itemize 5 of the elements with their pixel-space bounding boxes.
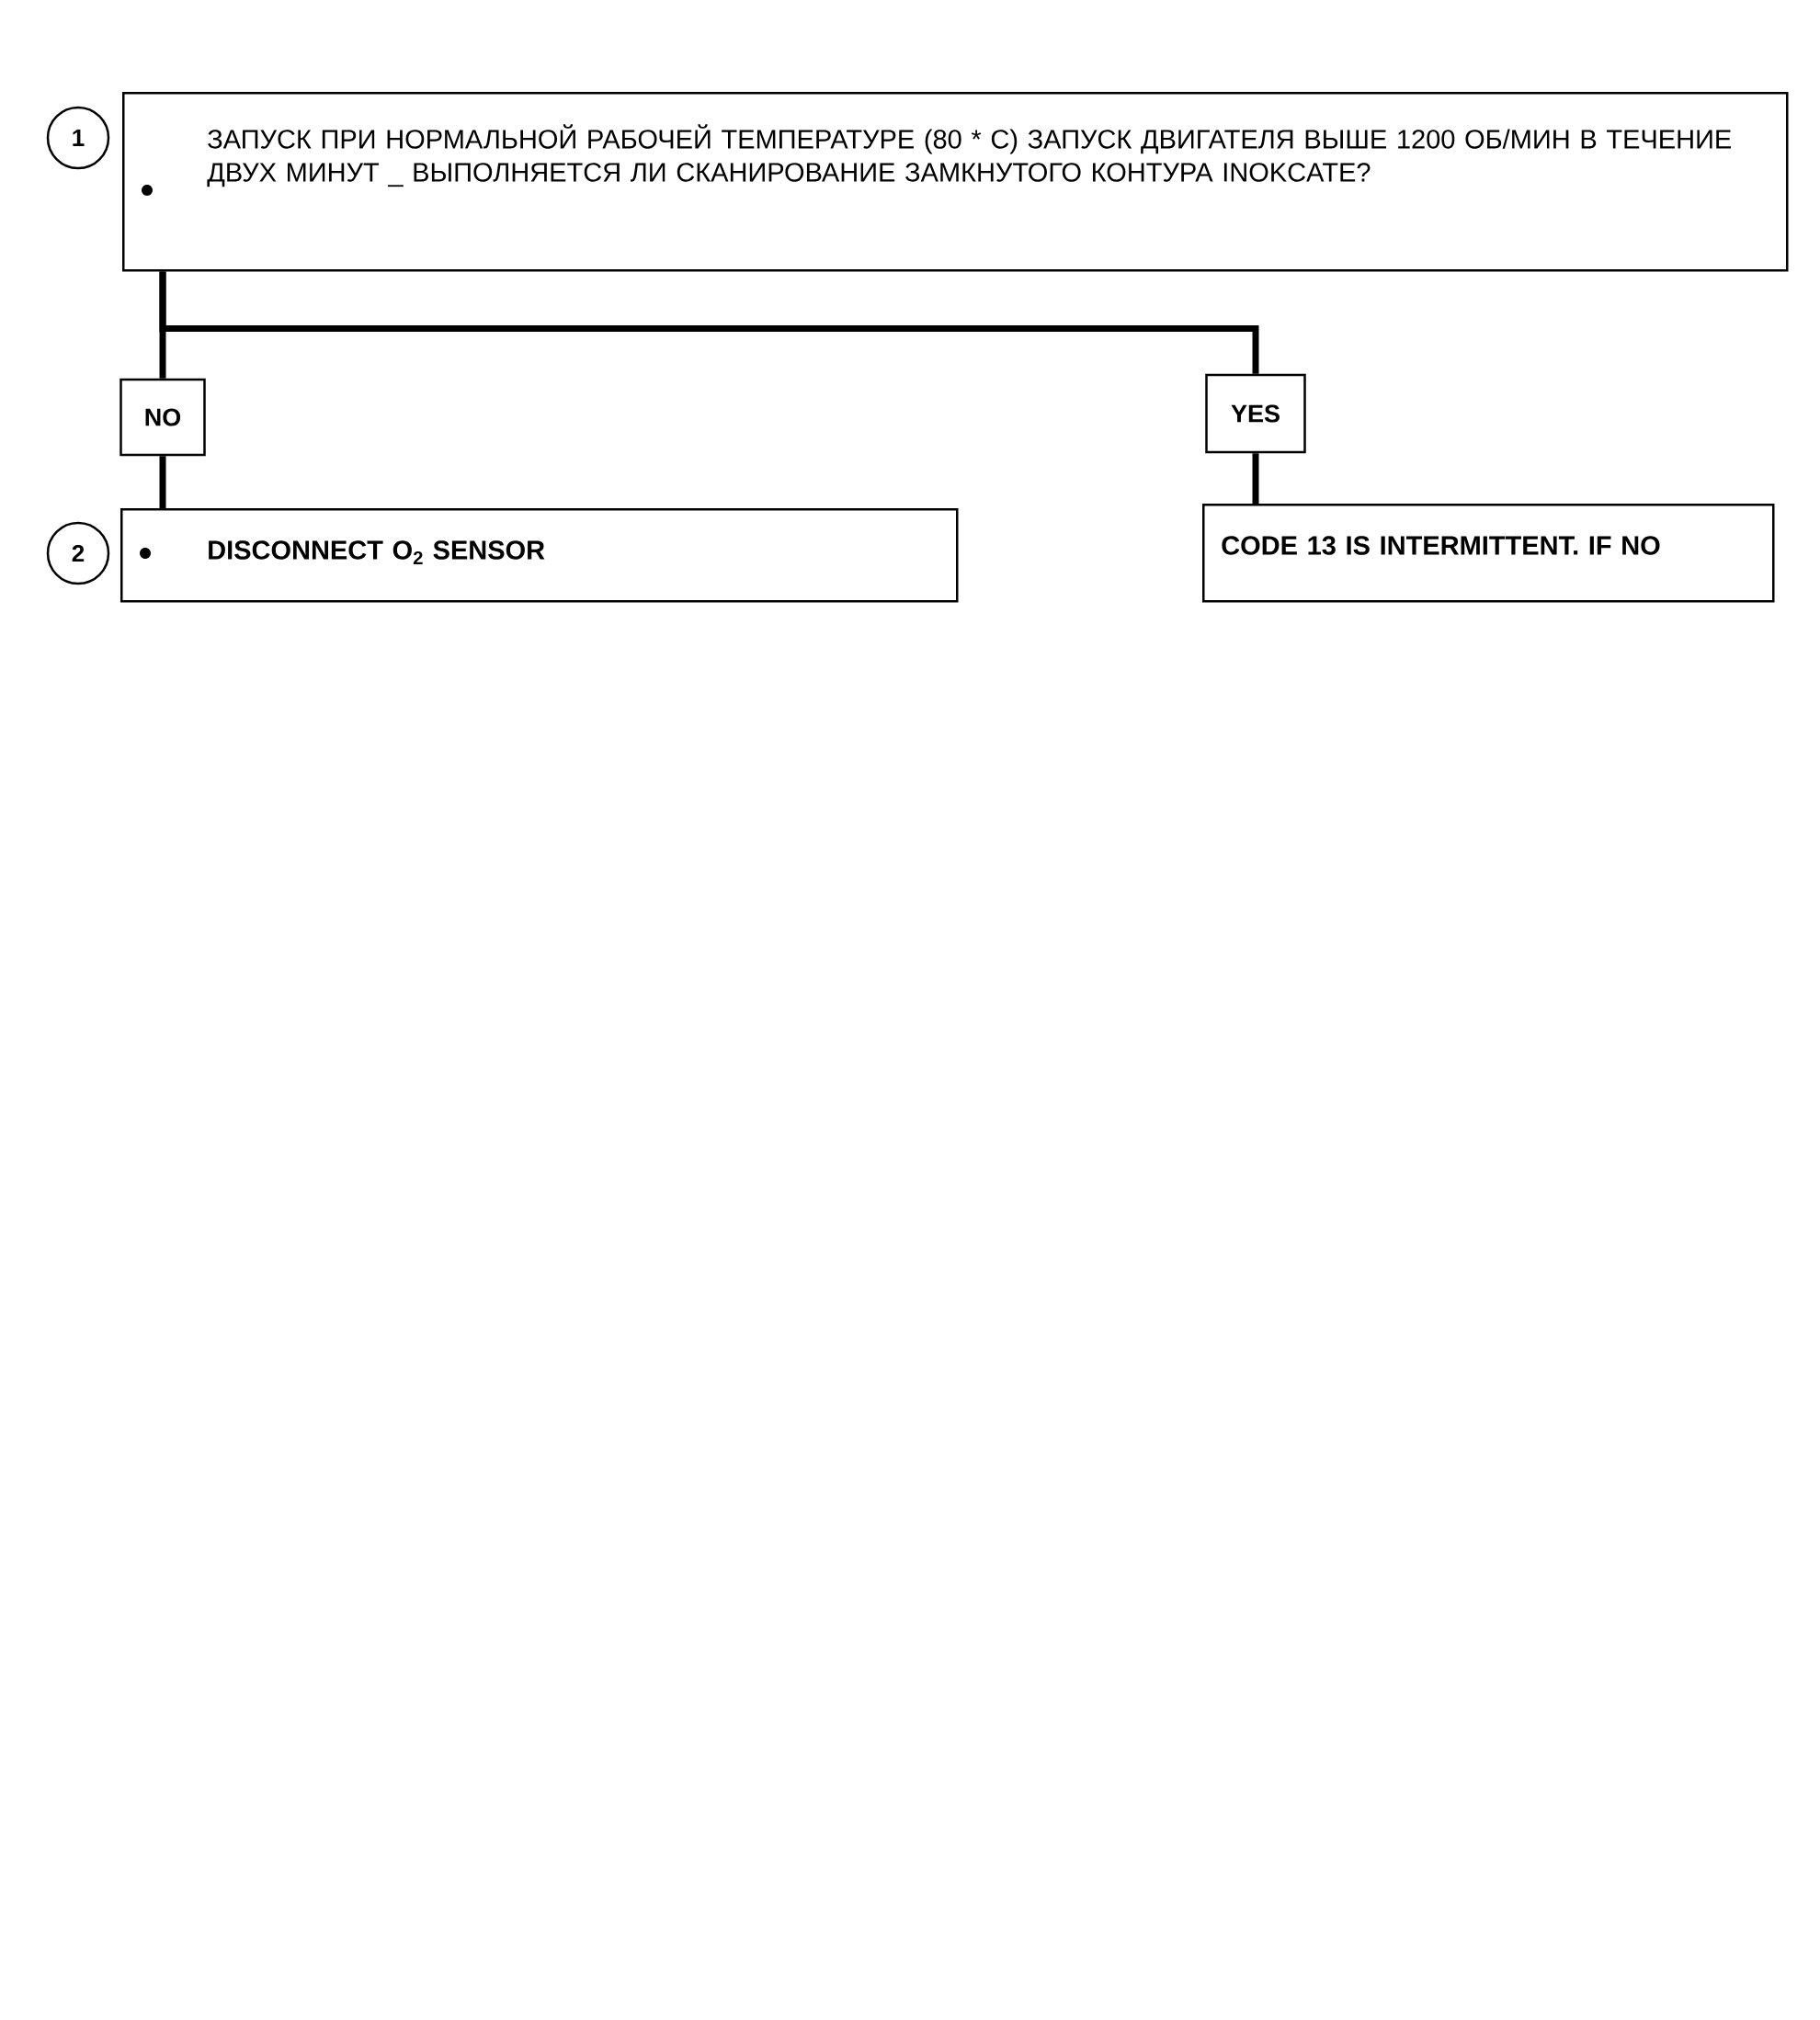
answer-tag: NO (119, 378, 206, 457)
process-box: ЗАПУСК ПРИ НОРМАЛЬНОЙ РАБОЧЕЙ ТЕМПЕРАТУРЕ (80 * C) ЗАПУСК ДВИГАТЕЛЯ ВЫШЕ 1200 ОБ/МИН В ТЕЧЕНИЕ ДВУХ МИНУТ _ ВЫПОЛНЯЕТСЯ ЛИ СКАНИРОВАНИЕ ЗАМКНУТОГО КОНТУРА INOKCATE? (122, 92, 1789, 272)
process-box: CODE 13 IS INTERMITTENT. IF NO (1202, 504, 1775, 603)
process-box: DISCONNECT O$_{2}$ SENSOR (120, 508, 959, 603)
answer-tag: YES (1205, 373, 1306, 454)
